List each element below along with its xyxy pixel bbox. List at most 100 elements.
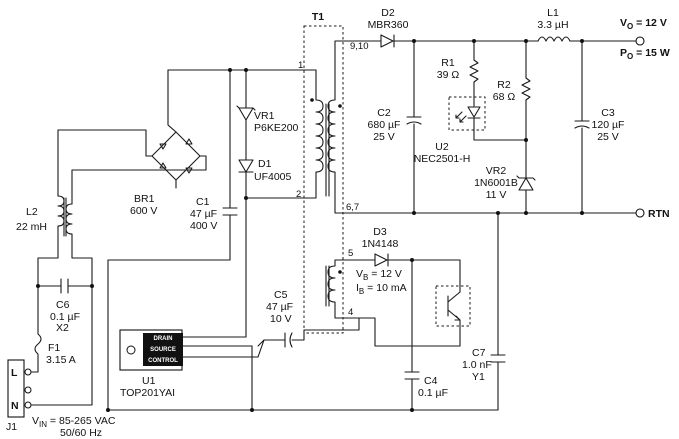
optocoupler-u2-led-box xyxy=(448,96,486,131)
label-c5-ref: C5 xyxy=(274,289,288,301)
label-r2-ref: R2 xyxy=(497,79,511,91)
junction xyxy=(228,68,232,72)
label-c3-value: 120 µF xyxy=(592,119,625,131)
label-vb: VB = 12 V xyxy=(356,268,402,282)
label-d2-ref: D2 xyxy=(381,7,395,19)
fuse-f1 xyxy=(27,333,42,373)
led-arrows xyxy=(455,111,467,123)
choke-l2 xyxy=(57,195,73,245)
j1-pin-l xyxy=(24,368,32,376)
label-ib: IB = 10 mA xyxy=(356,282,407,296)
label-c2-value: 680 µF xyxy=(368,119,401,131)
label-vr2-rating: 11 V xyxy=(486,189,507,201)
wire-br1-plus xyxy=(167,69,177,133)
diode-d3 xyxy=(374,253,389,267)
label-c7-value: 1.0 nF xyxy=(462,359,492,371)
t1-dot xyxy=(338,270,342,274)
t1-primary-winding xyxy=(305,69,324,199)
label-c6-ref: C6 xyxy=(56,299,70,311)
label-r1-value: 39 Ω xyxy=(437,69,460,81)
label-c5-rating: 10 V xyxy=(270,313,292,325)
capacitor-c4 xyxy=(404,371,420,380)
label-u2-ref: U2 xyxy=(435,141,449,153)
label-c6-value: 0.1 µF xyxy=(50,311,80,323)
label-j1-pin-n: N xyxy=(11,400,19,412)
label-vr2-value: 1N6001B xyxy=(474,177,518,189)
label-c1-value: 47 µF xyxy=(190,208,217,220)
capacitor-c3 xyxy=(574,120,590,129)
label-j1-pin-l: L xyxy=(11,367,18,379)
junction xyxy=(244,68,248,72)
opto-transistor xyxy=(447,291,461,321)
inductor-l1 xyxy=(537,36,571,42)
label-c1-ref: C1 xyxy=(196,196,210,208)
label-u1-drain: DRAIN xyxy=(154,336,173,342)
label-c4-value: 0.1 µF xyxy=(418,387,448,399)
label-c7-rating: Y1 xyxy=(472,371,485,383)
label-br1-ref: BR1 xyxy=(134,193,155,205)
junction xyxy=(524,39,528,43)
label-c1-rating: 400 V xyxy=(190,220,217,232)
capacitor-c5 xyxy=(284,332,293,348)
ic-u1 xyxy=(119,329,183,371)
label-c3-ref: C3 xyxy=(601,107,615,119)
junction xyxy=(580,39,584,43)
label-vr1-ref: VR1 xyxy=(254,110,275,122)
wire-l2-out2 xyxy=(37,243,93,406)
junction xyxy=(524,211,528,215)
zener-vr1 xyxy=(236,105,256,121)
junction xyxy=(36,284,40,288)
wire-opto-collector xyxy=(411,259,461,293)
wire-bias-bottom xyxy=(342,317,413,347)
label-t1-pin910: 9,10 xyxy=(350,41,369,52)
label-r2-value: 68 Ω xyxy=(493,91,516,103)
junction xyxy=(472,39,476,43)
bridge-rectifier-br1 xyxy=(151,131,201,181)
output-terminal-rtn xyxy=(635,208,645,218)
j1-pin-n xyxy=(24,401,32,409)
label-u1-control: CONTROL xyxy=(148,358,178,364)
wire-u1-pins xyxy=(182,336,259,358)
junction xyxy=(106,408,110,412)
diode-d2 xyxy=(380,34,395,48)
junction xyxy=(496,211,500,215)
label-vr1-value: P6KE200 xyxy=(254,122,299,134)
zener-vr2 xyxy=(516,175,536,191)
label-c3-rating: 25 V xyxy=(597,131,619,143)
optocoupler-u2-transistor-box xyxy=(435,285,471,327)
wire-source-c5 xyxy=(257,339,265,347)
label-t1: T1 xyxy=(312,11,324,23)
label-j1-ref: J1 xyxy=(6,421,17,433)
label-vo: VO = 12 V xyxy=(620,17,667,31)
wire-c5-bias xyxy=(291,317,360,341)
junction xyxy=(412,211,416,215)
label-rtn: RTN xyxy=(648,208,670,220)
resistor-r1 xyxy=(469,59,479,83)
label-c5-value: 47 µF xyxy=(266,301,293,313)
label-d3-ref: D3 xyxy=(373,226,387,238)
wire-opto-emitter xyxy=(411,319,461,347)
label-l2-ref: L2 xyxy=(26,206,38,218)
label-freq: 50/60 Hz xyxy=(60,427,102,439)
label-c2-ref: C2 xyxy=(377,107,391,119)
t1-dot xyxy=(338,104,342,108)
label-c7-ref: C7 xyxy=(472,347,486,359)
t1-secondary-winding xyxy=(327,40,344,214)
t1-bias-winding xyxy=(327,259,344,319)
label-po: PO = 15 W xyxy=(620,47,670,61)
label-d1-value: UF4005 xyxy=(254,171,292,183)
label-c6-rating: X2 xyxy=(56,322,69,334)
wire-led-vr2 xyxy=(473,117,527,141)
label-f1-ref: F1 xyxy=(48,342,60,354)
label-d3-value: 1N4148 xyxy=(362,238,399,250)
label-u1-value: TOP201YAI xyxy=(120,387,175,399)
label-r1-ref: R1 xyxy=(441,57,455,69)
label-d2-value: MBR360 xyxy=(368,19,409,31)
label-br1-value: 600 V xyxy=(130,205,157,217)
label-t1-pin1: 1 xyxy=(298,60,303,71)
transformer-t1-outline xyxy=(303,25,344,334)
diode-d1 xyxy=(238,159,254,173)
label-vin: VIN = 85-265 VAC xyxy=(32,415,116,429)
label-t1-pin4: 4 xyxy=(348,307,353,318)
